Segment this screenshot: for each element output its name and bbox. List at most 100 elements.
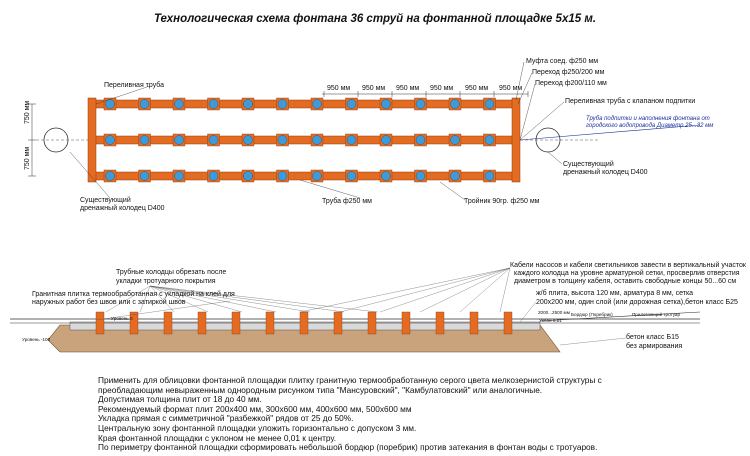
well-right-label-1: Существующий: [563, 161, 614, 168]
well-pipe: [469, 311, 479, 335]
leader-wells: [105, 285, 151, 313]
feed-pipe-label-1: Труба подпитки и наполнения фонтана от: [586, 116, 710, 122]
tee-label: Тройник 90гр. ф250 мм: [464, 198, 540, 205]
slab-label-1: ж/б плита, высота 120 мм, арматура 8 мм,…: [536, 290, 694, 297]
nozzle: [174, 99, 184, 109]
transition-200-110-label: Переход ф200/110 мм: [535, 80, 607, 87]
nozzle: [450, 135, 460, 145]
note-line: Края фонтанной площадки с уклоном не мен…: [98, 432, 337, 443]
tile-label-1: Гранитная плитка термообработанная с укл…: [32, 291, 235, 298]
nozzle: [105, 171, 115, 181]
cables-label-1: Кабели насосов и кабели светильников зав…: [510, 262, 746, 269]
transition-250-200-label: Переход ф250/200 мм: [532, 69, 605, 76]
leader-slab: [519, 301, 537, 323]
concrete-label-1: бетон класс Б15: [626, 334, 679, 341]
leader-pipe: [299, 179, 361, 199]
leader-cables: [339, 267, 511, 313]
nozzle: [243, 99, 253, 109]
nozzle: [484, 99, 495, 109]
leader-wells: [149, 285, 209, 313]
nozzle: [415, 99, 426, 109]
level-minus-100-label: Уровень -100: [22, 337, 51, 342]
leader-valve: [519, 101, 565, 141]
leader-wells: [149, 285, 311, 313]
nozzle: [208, 135, 219, 145]
nozzle: [450, 99, 460, 109]
well-left-label-1: Существующий: [80, 197, 131, 204]
well-pipe: [163, 311, 173, 335]
dim-950-4: 950 мм: [430, 85, 454, 92]
well-pipe: [265, 311, 275, 335]
leader-cables: [459, 267, 511, 313]
concrete-label-2: без армирования: [626, 343, 683, 350]
tile-label-2: наружных работ без швов или с затиркой ш…: [32, 299, 186, 306]
leader-overflow: [95, 85, 151, 105]
nozzle: [381, 171, 391, 181]
dim-750-top: 750 мм: [24, 100, 31, 124]
nozzle: [139, 99, 150, 109]
leader-wells: [149, 285, 345, 313]
leader-cables: [419, 267, 511, 313]
leader-wells: [149, 285, 379, 313]
nozzle: [243, 171, 253, 181]
nozzle: [346, 99, 357, 109]
nozzle: [381, 99, 391, 109]
diagram-title: Технологическая схема фонтана 36 струй н…: [153, 13, 597, 25]
note-line: Укладка прямая с симметричной "разбежкой…: [98, 413, 354, 424]
well-pipe: [401, 311, 411, 335]
note-line: преобладающим невыраженным однородным ри…: [98, 384, 543, 395]
nozzle: [415, 135, 426, 145]
leader-tee: [439, 181, 466, 201]
slope-angle-label: Уклон 0,01: [539, 318, 562, 323]
note-line: По периметру фонтанной площадки сформиро…: [98, 442, 598, 453]
leader-wells: [149, 285, 175, 313]
leader-transition1: [517, 72, 533, 105]
note-line: Применить для облицовки фонтанной площад…: [98, 375, 602, 385]
slope-length-label: 2000...2500 мм: [538, 310, 570, 315]
nozzle: [346, 171, 357, 181]
nozzle: [312, 135, 322, 145]
leader-transition2: [519, 83, 536, 141]
well-pipe: [503, 311, 513, 335]
nozzle: [415, 171, 426, 181]
nozzle: [381, 135, 391, 145]
nozzle: [484, 171, 495, 181]
feed-pipe-label-2: городского водопровода Диаметр 25...32 м…: [586, 123, 714, 129]
leader-coupling: [515, 61, 525, 101]
note-line: Центральную зону фонтанной площадки улож…: [98, 422, 417, 433]
dim-950-6: 950 мм: [499, 85, 523, 92]
note-line: Допустимая толщина плит от 18 до 40 мм.: [98, 394, 262, 405]
well-pipe: [435, 311, 445, 335]
pipe-label: Труба ф250 мм: [322, 198, 372, 205]
pavement-line: [539, 311, 701, 322]
well-pipe: [333, 311, 343, 335]
well-pipe: [231, 311, 241, 335]
nozzle: [277, 171, 288, 181]
nozzle: [312, 171, 322, 181]
dim-950-2: 950 мм: [362, 85, 386, 92]
leader-well-right: [547, 151, 563, 165]
well-pipe: [367, 311, 377, 335]
border-label: Бордюр (Поребрик): [571, 312, 613, 317]
nozzle: [139, 171, 150, 181]
nozzle: [174, 171, 184, 181]
well-pipe: [129, 311, 139, 335]
leader-concrete: [559, 337, 627, 346]
overflow-pipe-label: Переливная труба: [104, 82, 165, 89]
nozzle: [450, 171, 460, 181]
wells-cut-label-2: укладки тротуарного покрытия: [116, 278, 216, 285]
nozzle: [277, 135, 288, 145]
leader-tile: [95, 300, 231, 321]
leader-wells: [149, 285, 243, 313]
nozzle: [105, 99, 115, 109]
leader-well-left: [69, 151, 111, 199]
nozzle: [312, 99, 322, 109]
leader-cables: [379, 267, 511, 313]
coupling-label: Муфта соед. ф250 мм: [526, 58, 599, 65]
wells-cut-label-1: Трубные колодцы обрезать после: [116, 269, 227, 276]
cables-label-2: каждого колодца на уровне арматурной сет…: [514, 270, 740, 277]
nozzle: [208, 171, 219, 181]
well-pipe: [197, 311, 207, 335]
nozzle: [484, 135, 495, 145]
